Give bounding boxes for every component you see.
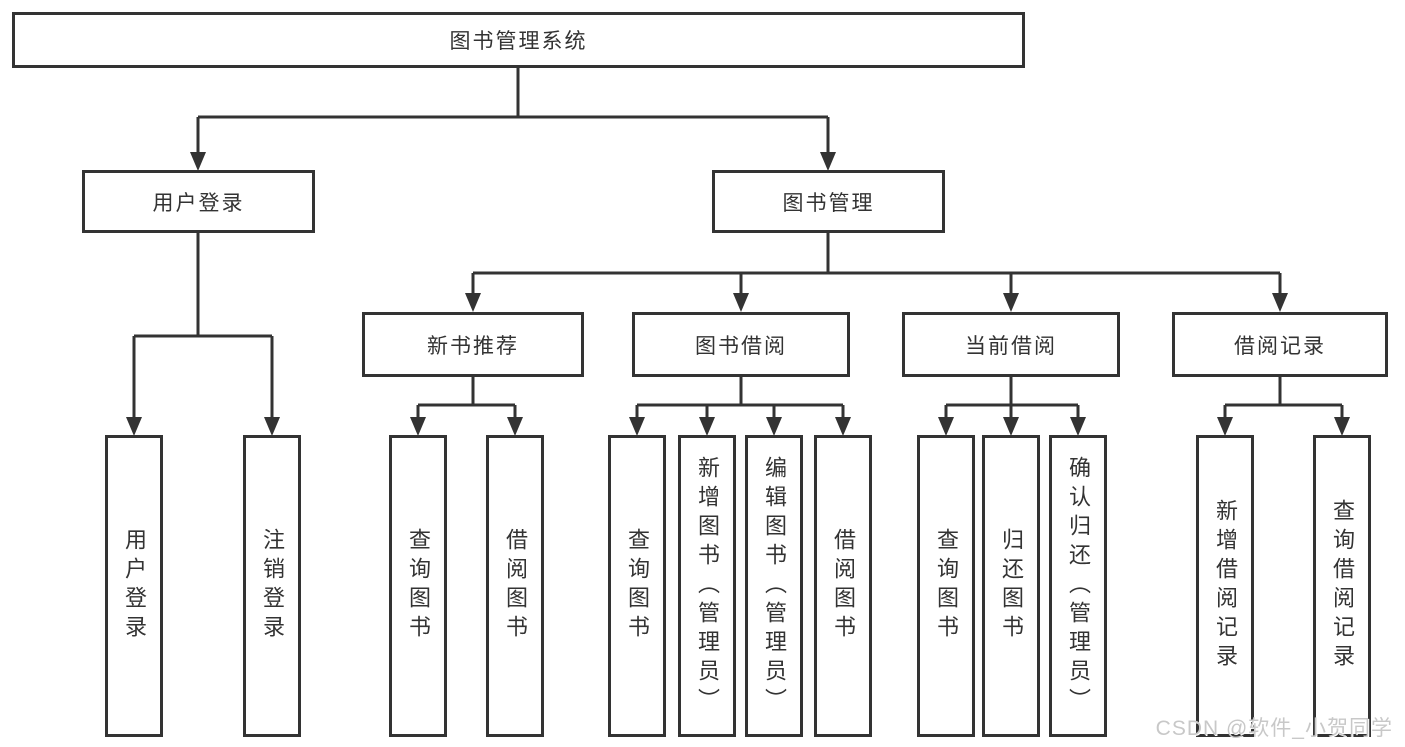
node-book-management-label: 图书管理 — [782, 191, 875, 215]
leaf-logout-label: 注销登录 — [260, 528, 285, 644]
leaf-borrow-query-book: 查询图书 — [608, 435, 666, 737]
leaf-recommend-query-book-label: 查询图书 — [406, 528, 431, 644]
node-current-borrow: 当前借阅 — [902, 312, 1120, 377]
node-root-label: 图书管理系统 — [449, 30, 588, 53]
leaf-current-query-book-label: 查询图书 — [934, 528, 959, 644]
node-book-borrow: 图书借阅 — [632, 312, 850, 377]
leaf-user-login: 用户登录 — [105, 435, 163, 737]
leaf-return-book: 归还图书 — [982, 435, 1040, 737]
leaf-query-borrow-record-label: 查询借阅记录 — [1330, 499, 1355, 673]
connector-root-to-level2 — [190, 68, 836, 171]
leaf-add-borrow-record: 新增借阅记录 — [1196, 435, 1254, 737]
leaf-borrow-query-book-label: 查询图书 — [625, 528, 650, 644]
leaf-borrow-book-label: 借阅图书 — [831, 528, 856, 644]
node-current-borrow-label: 当前借阅 — [965, 334, 1057, 358]
csdn-watermark: CSDN @软件_小贺同学 — [1155, 717, 1393, 740]
node-book-management: 图书管理 — [712, 170, 945, 233]
node-user-login: 用户登录 — [82, 170, 315, 233]
node-book-borrow-label: 图书借阅 — [695, 334, 787, 358]
connector-records-to-leaves — [1217, 377, 1350, 436]
leaf-edit-book-admin: 编辑图书（管理员） — [745, 435, 803, 737]
node-borrow-records: 借阅记录 — [1172, 312, 1388, 377]
leaf-add-book-admin-label: 新增图书（管理员） — [695, 455, 720, 717]
node-new-book-recommend: 新书推荐 — [362, 312, 584, 377]
node-user-login-label: 用户登录 — [152, 191, 245, 215]
leaf-current-query-book: 查询图书 — [917, 435, 975, 737]
leaf-recommend-borrow-book-label: 借阅图书 — [503, 528, 528, 644]
connector-borrow-to-leaves — [629, 377, 851, 436]
leaf-user-login-label: 用户登录 — [122, 528, 147, 644]
leaf-add-book-admin: 新增图书（管理员） — [678, 435, 736, 737]
leaf-add-borrow-record-label: 新增借阅记录 — [1213, 499, 1238, 673]
node-new-book-recommend-label: 新书推荐 — [427, 334, 519, 358]
connector-login-to-leaves — [126, 233, 280, 436]
node-root: 图书管理系统 — [12, 12, 1025, 68]
leaf-recommend-query-book: 查询图书 — [389, 435, 447, 737]
leaf-recommend-borrow-book: 借阅图书 — [486, 435, 544, 737]
leaf-borrow-book: 借阅图书 — [814, 435, 872, 737]
leaf-edit-book-admin-label: 编辑图书（管理员） — [762, 455, 787, 717]
leaf-logout: 注销登录 — [243, 435, 301, 737]
connector-recommend-to-leaves — [410, 377, 523, 436]
leaf-confirm-return-admin-label: 确认归还（管理员） — [1066, 455, 1091, 717]
leaf-query-borrow-record: 查询借阅记录 — [1313, 435, 1371, 737]
node-borrow-records-label: 借阅记录 — [1234, 334, 1326, 358]
leaf-confirm-return-admin: 确认归还（管理员） — [1049, 435, 1107, 737]
leaf-return-book-label: 归还图书 — [999, 528, 1024, 644]
connector-management-to-level3 — [465, 233, 1288, 312]
connector-current-to-leaves — [938, 377, 1086, 436]
